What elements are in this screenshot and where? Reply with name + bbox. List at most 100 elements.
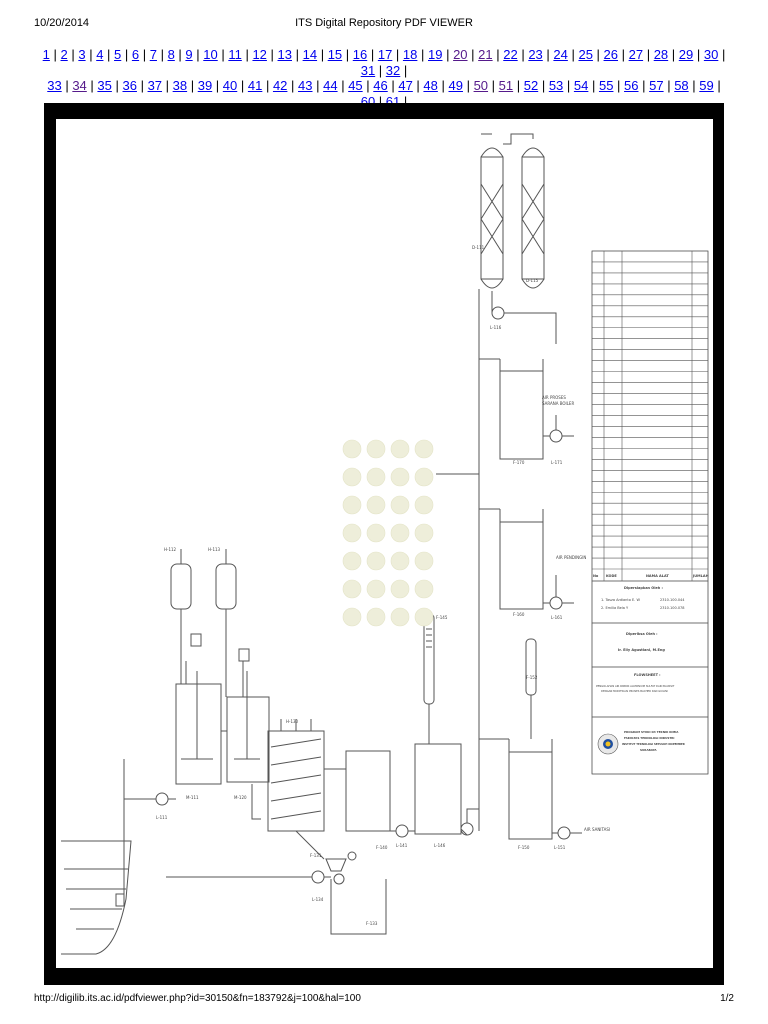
page-link-25[interactable]: 25 (578, 47, 593, 62)
label-pump-c: L-141 (396, 843, 408, 848)
page-separator: | (241, 47, 253, 62)
flowsheet-heading: FLOWSHEET : (634, 673, 661, 677)
page-link-32[interactable]: 32 (385, 62, 401, 78)
page-link-2[interactable]: 2 (60, 47, 68, 62)
page-link-38[interactable]: 38 (172, 78, 188, 93)
col-kode: KODE (606, 574, 617, 578)
label-col-a: D-111 (472, 245, 485, 250)
page-link-17[interactable]: 17 (377, 47, 393, 62)
page-separator: | (668, 47, 679, 62)
label-col-b: D-115 (526, 278, 539, 283)
page-separator: | (442, 47, 454, 62)
page-link-9[interactable]: 9 (185, 47, 193, 62)
page-link-53[interactable]: 53 (548, 78, 564, 93)
page-link-39[interactable]: 39 (197, 78, 213, 93)
label-pump-a: L-111 (156, 815, 168, 820)
page-link-21[interactable]: 21 (478, 47, 493, 62)
page-link-40[interactable]: 40 (222, 78, 238, 93)
page-link-42[interactable]: 42 (272, 78, 288, 93)
page-link-33[interactable]: 33 (47, 78, 62, 93)
page-link-43[interactable]: 43 (298, 78, 313, 93)
label-pump-d: L-146 (434, 843, 446, 848)
page-link-45[interactable]: 45 (348, 78, 363, 93)
page-link-20[interactable]: 20 (453, 47, 468, 62)
page-separator: | (542, 47, 554, 62)
designer-heading: Dipersiapkan Oleh : (624, 586, 664, 590)
page-link-5[interactable]: 5 (114, 47, 122, 62)
page-link-22[interactable]: 22 (503, 47, 518, 62)
page-separator: | (342, 47, 353, 62)
page-link-3[interactable]: 3 (78, 47, 86, 62)
title-block (591, 250, 709, 775)
page-link-19[interactable]: 19 (428, 47, 443, 62)
page-separator: | (400, 93, 408, 109)
page-link-46[interactable]: 46 (373, 78, 388, 93)
page-link-48[interactable]: 48 (423, 78, 438, 93)
page-link-4[interactable]: 4 (96, 47, 104, 62)
page-link-11[interactable]: 11 (228, 47, 242, 62)
page-link-29[interactable]: 29 (678, 47, 694, 62)
page-link-49[interactable]: 49 (448, 78, 463, 93)
page-link-35[interactable]: 35 (97, 78, 112, 93)
page-separator: | (317, 47, 328, 62)
institution-4: SURABAYA (640, 748, 657, 752)
page-link-30[interactable]: 30 (703, 47, 719, 62)
page-link-34[interactable]: 34 (72, 78, 87, 93)
page-link-1[interactable]: 1 (42, 47, 50, 62)
page-link-58[interactable]: 58 (674, 78, 689, 93)
page-link-8[interactable]: 8 (167, 47, 175, 62)
designer-2-name: 2. Emilia Bela Y (601, 606, 629, 610)
page-separator: | (237, 78, 248, 93)
page-link-15[interactable]: 15 (327, 47, 343, 62)
page-link-54[interactable]: 54 (573, 78, 589, 93)
page-link-51[interactable]: 51 (498, 78, 514, 93)
page-link-37[interactable]: 37 (147, 78, 163, 93)
header-date: 10/20/2014 (34, 17, 90, 29)
page-separator: | (392, 47, 403, 62)
page-separator: | (187, 78, 198, 93)
page-link-10[interactable]: 10 (203, 47, 218, 62)
page-link-59[interactable]: 59 (699, 78, 714, 93)
label-filter: F-131 (310, 853, 322, 858)
page-separator: | (387, 78, 399, 93)
page-link-13[interactable]: 13 (277, 47, 292, 62)
page-link-50[interactable]: 50 (473, 78, 489, 93)
page-separator: | (156, 47, 168, 62)
page-link-14[interactable]: 14 (302, 47, 318, 62)
page-link-56[interactable]: 56 (624, 78, 639, 93)
page-separator: | (462, 78, 474, 93)
page-link-26[interactable]: 26 (603, 47, 619, 62)
label-filter-tank: F-133 (366, 921, 378, 926)
page-separator: | (362, 78, 374, 93)
page-link-6[interactable]: 6 (131, 47, 140, 62)
pdf-page[interactable]: D-111 D-115 L-116 F-170 L-171 AIR PROSES… (56, 119, 713, 968)
page-separator: | (61, 78, 73, 93)
designer-1-nrp: 2310.100.044 (660, 598, 685, 602)
page-link-52[interactable]: 52 (523, 78, 539, 93)
page-link-31[interactable]: 31 (360, 62, 376, 78)
page-link-18[interactable]: 18 (402, 47, 418, 62)
page-separator: | (400, 62, 408, 78)
page-separator: | (174, 47, 186, 62)
page-link-47[interactable]: 47 (398, 78, 413, 93)
page-link-27[interactable]: 27 (628, 47, 644, 62)
page-link-7[interactable]: 7 (149, 47, 157, 62)
page-link-44[interactable]: 44 (323, 78, 338, 93)
label-settler: H-130 (286, 719, 299, 724)
page-link-16[interactable]: 16 (352, 47, 368, 62)
page-link-24[interactable]: 24 (553, 47, 568, 62)
page-separator: | (513, 78, 524, 93)
page-separator: | (337, 78, 349, 93)
page-link-36[interactable]: 36 (122, 78, 137, 93)
label-tank-b: H-113 (208, 547, 221, 552)
page-link-23[interactable]: 23 (528, 47, 543, 62)
page-link-55[interactable]: 55 (598, 78, 614, 93)
page-link-28[interactable]: 28 (653, 47, 669, 62)
page-link-41[interactable]: 41 (247, 78, 263, 93)
page-link-57[interactable]: 57 (649, 78, 664, 93)
page-link-12[interactable]: 12 (252, 47, 267, 62)
label-mixer-a: M-111 (186, 795, 199, 800)
page-separator: | (139, 47, 150, 62)
label-tank-a: H-112 (164, 547, 177, 552)
supervisor-name: Ir. Elly Agustiani, M.Eng (618, 648, 665, 652)
